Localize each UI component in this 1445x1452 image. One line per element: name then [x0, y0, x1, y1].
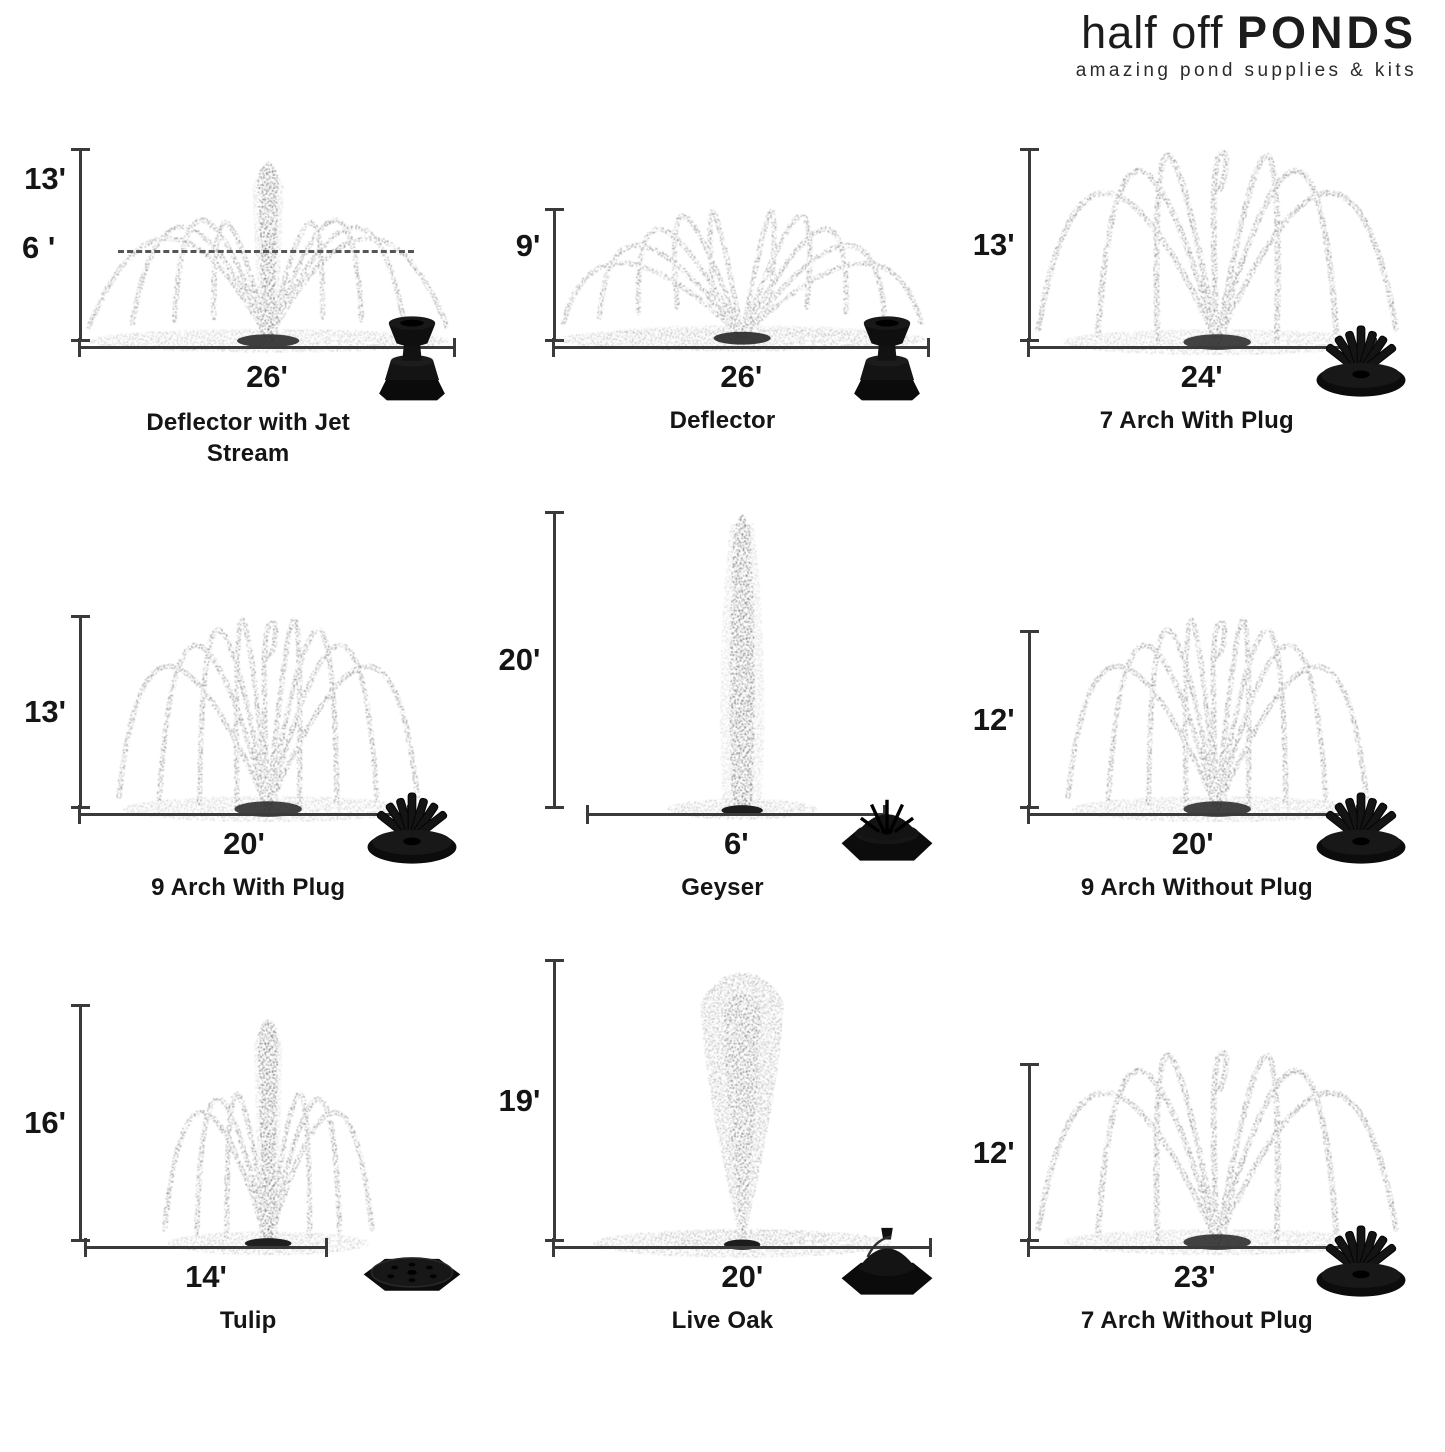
fountain-name: Live Oak — [671, 1307, 774, 1335]
width-dimension: 14' — [84, 1238, 328, 1295]
height-dimension: 16' — [24, 1004, 90, 1243]
width-label: 26' — [246, 359, 288, 394]
card-tulip: 16' 14' Tulip — [14, 904, 482, 1335]
spray-plot: 9' — [488, 18, 956, 401]
arch-nozzle-icon — [1316, 325, 1406, 398]
card-9-arch-without-plug: 12' 20' 9 Arch Without Plug — [963, 471, 1431, 902]
height-label: 20' — [498, 642, 541, 678]
height-dimension: 19' — [498, 959, 565, 1243]
height-label: 9' — [515, 227, 541, 263]
deflector-nozzle-icon — [379, 316, 446, 401]
width-label: 24' — [1180, 359, 1223, 394]
brand-logo: half off PONDS amazing pond supplies & k… — [1076, 8, 1417, 82]
height-label: 13' — [24, 161, 66, 197]
height-dimension: 13' — [24, 615, 90, 810]
height-label: 12' — [972, 1134, 1015, 1170]
spray-plot: 13' 6 ' — [14, 18, 482, 401]
width-label: 20' — [721, 1259, 764, 1295]
fountain-name: 7 Arch With Plug — [1099, 407, 1294, 434]
height-dimension-line — [545, 511, 565, 810]
width-label: 23' — [1173, 1259, 1216, 1295]
card-deflector: 9' 26' Deflector — [488, 4, 956, 469]
width-label: 20' — [223, 826, 265, 862]
height-label: 13' — [972, 227, 1015, 262]
spray-plot: 12' — [963, 485, 1431, 865]
height-dimension: 13' — [972, 148, 1039, 342]
height-dimension: 12' — [972, 1063, 1039, 1243]
height-dimension: 12' — [972, 630, 1039, 810]
arch-nozzle-icon — [1316, 792, 1406, 865]
fountain-pattern-grid: 13' 6 ' 26' Deflector with Jet Stream 9'… — [14, 4, 1431, 1335]
card-live-oak: 19' 20' Live Oak — [488, 904, 956, 1335]
six-foot-dashed-line — [118, 250, 414, 253]
dome-nozzle-icon — [840, 1227, 934, 1297]
deflector-nozzle-icon — [853, 316, 920, 401]
card-7-arch-without-plug: 12' 23' 7 Arch Without Plug — [963, 904, 1431, 1335]
width-label: 26' — [720, 359, 763, 394]
height-dimension-line — [71, 1004, 90, 1243]
card-deflector-with-jet-stream: 13' 6 ' 26' Deflector with Jet Stream — [14, 4, 482, 469]
card-7-arch-with-plug: 13' 24' 7 Arch With Plug — [963, 4, 1431, 469]
card-9-arch-with-plug: 13' 20' 9 Arch With Plug — [14, 471, 482, 902]
spray-plot: 19' — [488, 918, 956, 1297]
fountain-name: Deflector with Jet Stream — [146, 409, 350, 468]
card-geyser: 20' 6' Geyser — [488, 471, 956, 902]
height-dimension-line — [545, 208, 565, 342]
spray-plot: 12' — [963, 918, 1431, 1298]
height-dimension: 9' — [498, 208, 565, 342]
arch-nozzle-icon — [1316, 1225, 1406, 1298]
height-dimension-line — [1019, 148, 1039, 342]
height-dimension-line — [1019, 1063, 1039, 1243]
width-dimension-line — [84, 1238, 328, 1258]
brand-name-light: half off — [1081, 7, 1224, 58]
spray-plot: 20' — [488, 485, 956, 863]
fountain-name: 9 Arch Without Plug — [1080, 874, 1313, 902]
width-label: 14' — [185, 1259, 227, 1295]
width-label: 6' — [724, 826, 749, 862]
height-label: 12' — [972, 701, 1015, 737]
fountain-name: Tulip — [219, 1307, 277, 1335]
height-label: 16' — [24, 1105, 66, 1141]
height-dimension-line — [1019, 630, 1039, 810]
height-label: 13' — [24, 694, 66, 730]
height-dimension: 20' — [498, 511, 565, 810]
spray-plot: 16' — [14, 918, 482, 1292]
spray-plot: 13' — [14, 485, 482, 865]
geyser-nozzle-icon — [839, 798, 934, 863]
secondary-height-label: 6 ' — [22, 230, 56, 265]
height-dimension-line — [71, 615, 90, 810]
fountain-name: 7 Arch Without Plug — [1080, 1307, 1313, 1335]
fountain-name: 9 Arch With Plug — [151, 874, 346, 902]
brand-name-bold: PONDS — [1236, 7, 1417, 58]
spray-plot: 13' — [963, 18, 1431, 398]
fountain-name: Geyser — [681, 874, 764, 902]
brand-name: half off PONDS — [1076, 8, 1417, 58]
height-label: 19' — [498, 1082, 541, 1118]
fountain-name: Deflector — [669, 407, 776, 434]
arch-nozzle-icon — [367, 792, 458, 865]
tulip-nozzle-icon — [363, 1257, 462, 1292]
height-dimension-line — [71, 148, 90, 342]
height-dimension-line — [545, 959, 565, 1243]
brand-tagline: amazing pond supplies & kits — [1075, 59, 1417, 81]
width-label: 20' — [1171, 826, 1214, 862]
